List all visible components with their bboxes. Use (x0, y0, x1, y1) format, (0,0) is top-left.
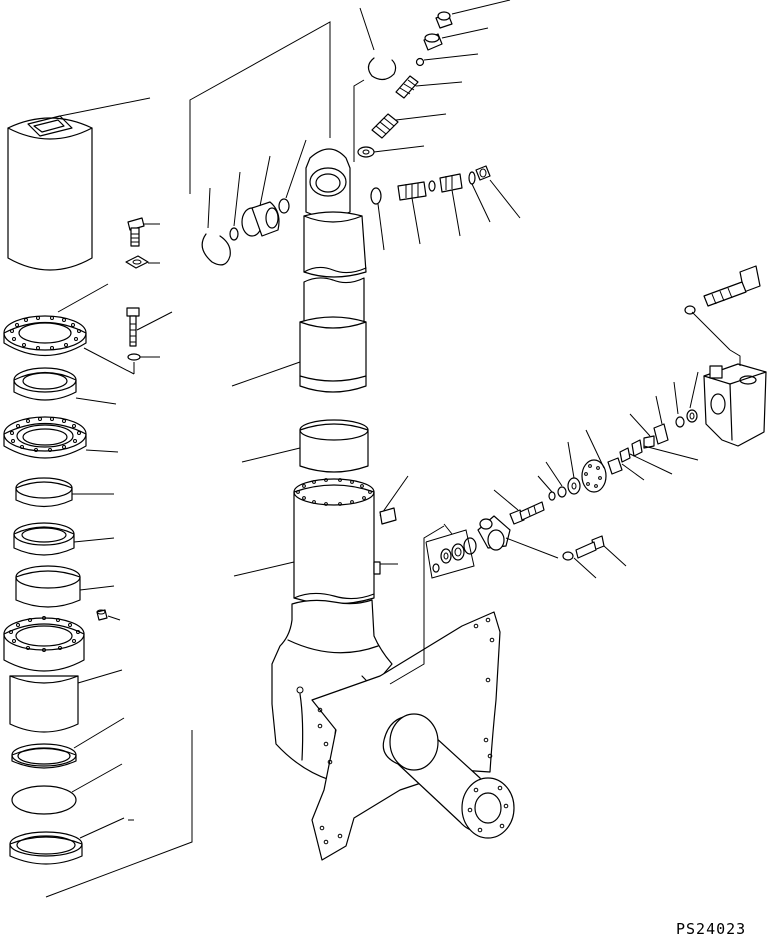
grease-fitting-2 (423, 33, 443, 51)
washer-mid-left (127, 353, 141, 361)
bracket-left (45, 730, 193, 898)
bolt-right-long (703, 265, 761, 307)
bolt-cap (509, 501, 545, 525)
thin-ring-1 (15, 477, 73, 508)
axle-hub (382, 713, 515, 839)
leader-lines-top-right (359, 0, 511, 153)
valve-body (439, 173, 463, 193)
nut-top (357, 146, 375, 158)
drawing-code: PS24023 (676, 920, 747, 938)
bolt-long-left (126, 307, 140, 347)
washer-cap-1 (567, 477, 581, 495)
washer-block-2 (675, 416, 685, 428)
bearing-ring (13, 522, 75, 556)
washer-row-2 (468, 171, 476, 185)
washer-cap-2 (557, 486, 567, 498)
flange-plate-top (3, 315, 87, 357)
bolt-lower-right (562, 535, 605, 561)
small-washer-row (428, 180, 436, 192)
cover-cylinder (7, 115, 93, 271)
cap-plate (581, 459, 607, 493)
washer-upper-left (125, 255, 149, 269)
o-ring-pin (229, 227, 239, 241)
small-plug (96, 609, 108, 621)
spring-valve (395, 75, 419, 99)
snap-ring-pin (201, 233, 231, 266)
leader-lines-left (57, 97, 173, 839)
bottom-ring (9, 831, 83, 865)
king-pin (477, 515, 511, 551)
steering-block (703, 363, 767, 447)
tag-square (379, 507, 397, 525)
knuckle (271, 599, 393, 781)
cap-nut (475, 165, 491, 181)
leader-lines-center (231, 361, 445, 685)
cylinder-rod (299, 148, 367, 393)
seal-ring (11, 743, 77, 769)
washer-block-1 (686, 409, 698, 423)
leader-lines-right (425, 311, 741, 579)
washer-row (370, 187, 382, 205)
pin-bushing (241, 201, 280, 237)
nipple-fitting (397, 181, 427, 201)
thick-ring-1 (13, 367, 77, 401)
snap-ring-top (367, 57, 397, 81)
flange-plate-mid (3, 416, 87, 459)
check-valve (371, 113, 399, 139)
grease-fitting-1 (435, 11, 453, 29)
o-ring-pin-2 (278, 198, 290, 214)
bracket-top (189, 21, 365, 194)
shim-5 (631, 439, 643, 457)
sleeve (15, 565, 81, 608)
spindle-body (293, 478, 381, 605)
leader-lines-pin (207, 139, 307, 229)
bolt-upper-left (127, 217, 145, 247)
ball (415, 57, 425, 67)
shim-3 (607, 457, 623, 475)
housing (3, 616, 85, 733)
shim-4 (619, 447, 631, 463)
shim-2 (643, 435, 655, 449)
leader-lines-fitting-row (377, 179, 521, 251)
washer-cap-3 (548, 491, 556, 501)
shim-1 (653, 423, 669, 445)
collar (299, 419, 369, 473)
disc-shim (11, 785, 77, 815)
